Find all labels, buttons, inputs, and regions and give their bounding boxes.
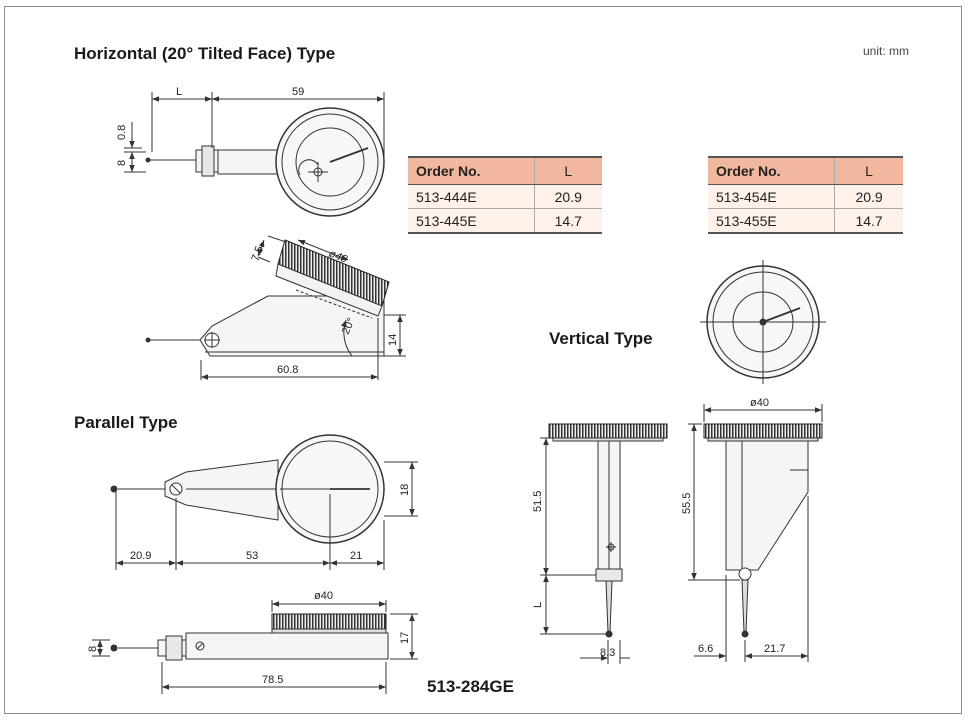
dim-label: 0.8 (116, 125, 128, 140)
order-table-vertical: Order No. L 513-454E 20.9 513-455E 14.7 (708, 156, 903, 234)
order-no-cell: 513-445E (408, 208, 534, 234)
dim-label: ø40 (750, 397, 769, 409)
dim-label: 17 (399, 632, 411, 644)
order-no-header: Order No. (708, 156, 835, 185)
table-row: 513-444E 20.9 (408, 184, 602, 209)
dim-label: 14 (387, 334, 399, 346)
order-no-header: Order No. (408, 156, 534, 185)
dim-label: 6.6 (698, 643, 713, 655)
dim-label: 55.5 (681, 493, 693, 514)
length-cell: 14.7 (533, 208, 602, 234)
dim-label: 53 (246, 550, 258, 562)
order-table-horizontal: Order No. L 513-444E 20.9 513-445E 14.7 (408, 156, 602, 234)
table-row: 513-445E 14.7 (408, 208, 602, 234)
dim-label: 20.9 (130, 550, 151, 562)
table-row: 513-454E 20.9 (708, 184, 903, 209)
horizontal-top-view (124, 92, 385, 217)
dim-label: 18 (399, 484, 411, 496)
parallel-side-view (92, 600, 418, 694)
parallel-top-view (110, 434, 418, 570)
dim-label: L (176, 86, 182, 98)
length-header: L (533, 156, 602, 185)
order-no-cell: 513-454E (708, 184, 835, 209)
model-number: 513-284GE (427, 677, 514, 696)
dim-label: 51.5 (532, 491, 544, 512)
dim-label: 7.5 (250, 245, 267, 263)
dim-label: 8 (87, 646, 99, 652)
heading-parallel-type: Parallel Type (74, 413, 178, 432)
dim-label: 21.7 (764, 643, 785, 655)
length-cell: 20.9 (834, 184, 903, 209)
order-no-cell: 513-444E (408, 184, 534, 209)
vertical-dial-front (700, 260, 826, 384)
dim-label: L (532, 602, 544, 608)
dim-label: 21 (350, 550, 362, 562)
length-cell: 14.7 (834, 208, 903, 234)
vertical-side-view (688, 404, 823, 662)
page-frame (4, 6, 962, 714)
table-row: 513-455E 14.7 (708, 208, 903, 234)
order-no-cell: 513-455E (708, 208, 835, 234)
dim-label: 78.5 (262, 674, 283, 686)
dim-label: 8.3 (600, 647, 615, 659)
horizontal-side-view (145, 235, 406, 380)
dim-label: 60.8 (277, 364, 298, 376)
unit-label: unit: mm (863, 44, 910, 58)
length-cell: 20.9 (533, 184, 602, 209)
heading-horizontal-type: Horizontal (20° Tilted Face) Type (74, 44, 336, 63)
dim-label: ø40 (314, 590, 333, 602)
vertical-front-view (540, 423, 668, 664)
dim-label: 59 (292, 86, 304, 98)
length-header: L (834, 156, 903, 185)
heading-vertical-type: Vertical Type (549, 329, 653, 348)
dim-label: 8 (116, 160, 128, 166)
